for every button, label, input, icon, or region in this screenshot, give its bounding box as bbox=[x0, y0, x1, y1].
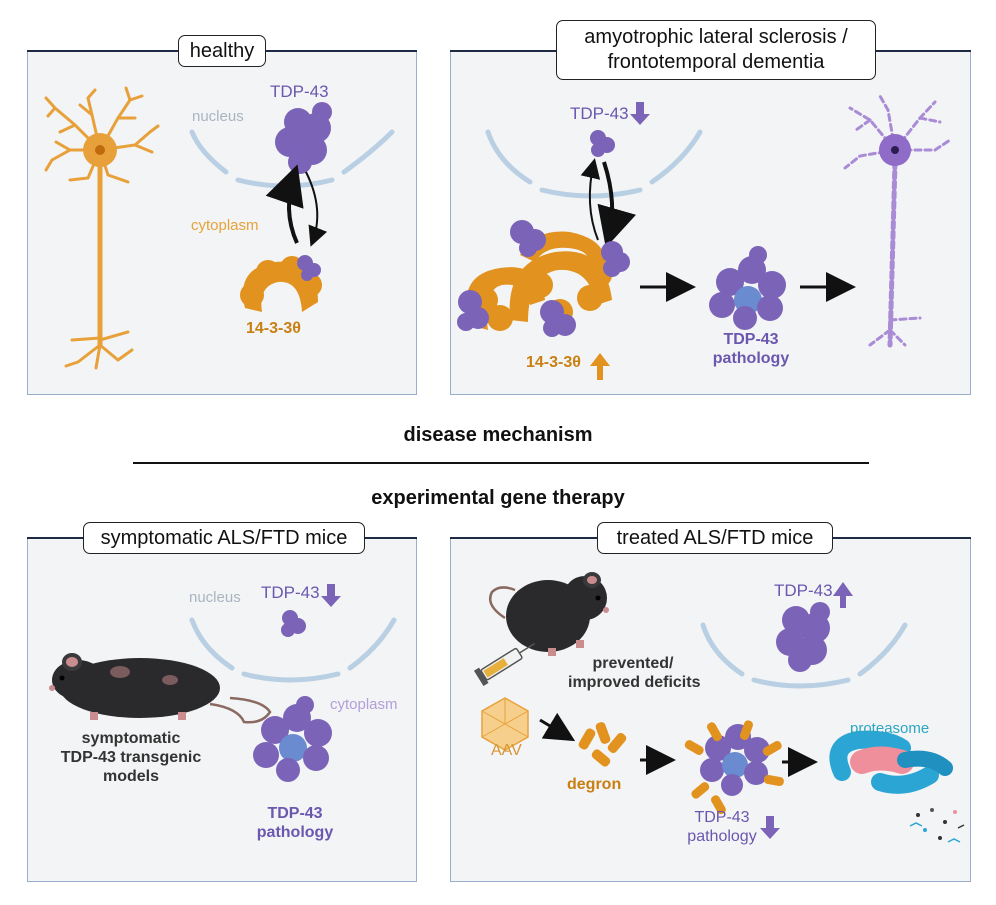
arrow-up-icon bbox=[833, 582, 853, 608]
syringe-icon bbox=[473, 642, 536, 687]
degron-label: degron bbox=[567, 776, 622, 793]
tdp43-protein-icon bbox=[776, 602, 830, 672]
tdp43-label: TDP-43 bbox=[270, 82, 329, 101]
section-divider bbox=[133, 462, 869, 464]
tdp43-pathology-icon bbox=[253, 696, 332, 782]
deficits-label-line1: prevented/ bbox=[592, 655, 674, 672]
section-gene-therapy: experimental gene therapy bbox=[371, 487, 625, 509]
proteasome-label: proteasome bbox=[850, 720, 930, 737]
pathology-label-line1: TDP-43 bbox=[267, 805, 323, 822]
arrow-down-icon bbox=[760, 816, 780, 839]
arrow-down-icon bbox=[321, 584, 341, 607]
panel-disease bbox=[450, 50, 971, 395]
mouse-icon bbox=[49, 653, 272, 724]
pathology-label-line2: pathology bbox=[687, 828, 757, 845]
tdp43-pathology-icon bbox=[709, 246, 786, 330]
degron-icon bbox=[684, 720, 784, 815]
mouse-icon bbox=[488, 572, 609, 656]
aav-capsid-icon bbox=[481, 697, 529, 751]
tdp43-label: TDP-43 bbox=[261, 583, 320, 602]
arrow-up-icon bbox=[590, 353, 610, 380]
pathology-label: TDP-43 pathology bbox=[250, 804, 340, 842]
neuron-icon bbox=[843, 94, 952, 348]
aav-label: AAV bbox=[491, 742, 522, 759]
deficits-label-line2: improved deficits bbox=[568, 674, 701, 691]
arrow-down-icon bbox=[630, 102, 650, 125]
pathology-label-line2: pathology bbox=[256, 824, 334, 841]
panel-title-treated: treated ALS/FTD mice bbox=[597, 522, 833, 554]
panel-title-symptomatic: symptomatic ALS/FTD mice bbox=[83, 522, 365, 554]
section-disease-mechanism: disease mechanism bbox=[403, 424, 593, 446]
models-label-line3: models bbox=[102, 768, 159, 785]
neuron-icon bbox=[44, 86, 160, 370]
pathology-label: TDP-43 pathology bbox=[706, 330, 796, 368]
degron-icon bbox=[578, 722, 627, 767]
tdp43-pathology-icon bbox=[700, 724, 770, 796]
tdp43-protein-icon bbox=[281, 610, 306, 637]
peptide-fragments-icon bbox=[909, 808, 965, 843]
models-label: symptomatic TDP-43 transgenic models bbox=[46, 729, 216, 786]
tdp43-protein-icon bbox=[457, 220, 630, 337]
pathology-label-line2: pathology bbox=[712, 350, 790, 367]
panel-title-disease-line2: frontotemporal dementia bbox=[607, 51, 825, 73]
cytoplasm-label: cytoplasm bbox=[330, 696, 398, 713]
protein-label: 14-3-3θ bbox=[526, 354, 581, 371]
tdp43-label: TDP-43 bbox=[570, 104, 629, 123]
pathology-label-line1: TDP-43 bbox=[694, 809, 750, 826]
deficits-label: prevented/ improved deficits bbox=[568, 654, 701, 692]
tdp43-protein-icon bbox=[590, 130, 615, 157]
tdp43-label: TDP-43 bbox=[774, 581, 833, 600]
nucleus-label: nucleus bbox=[192, 108, 244, 125]
cytoplasm-label: cytoplasm bbox=[191, 217, 259, 234]
models-label-line1: symptomatic bbox=[81, 730, 181, 747]
proteasome-icon bbox=[829, 730, 953, 794]
pathology-label: TDP-43 pathology bbox=[672, 808, 772, 846]
panel-title-disease-line1: amyotrophic lateral sclerosis / bbox=[584, 26, 848, 48]
models-label-line2: TDP-43 transgenic bbox=[60, 749, 202, 766]
panel-title-healthy: healthy bbox=[178, 35, 266, 67]
nucleus-label: nucleus bbox=[189, 589, 241, 606]
panel-title-disease: amyotrophic lateral sclerosis / frontote… bbox=[556, 20, 876, 80]
tdp43-protein-icon bbox=[275, 102, 332, 174]
pathology-label-line1: TDP-43 bbox=[723, 331, 779, 348]
protein-label: 14-3-3θ bbox=[246, 320, 301, 337]
